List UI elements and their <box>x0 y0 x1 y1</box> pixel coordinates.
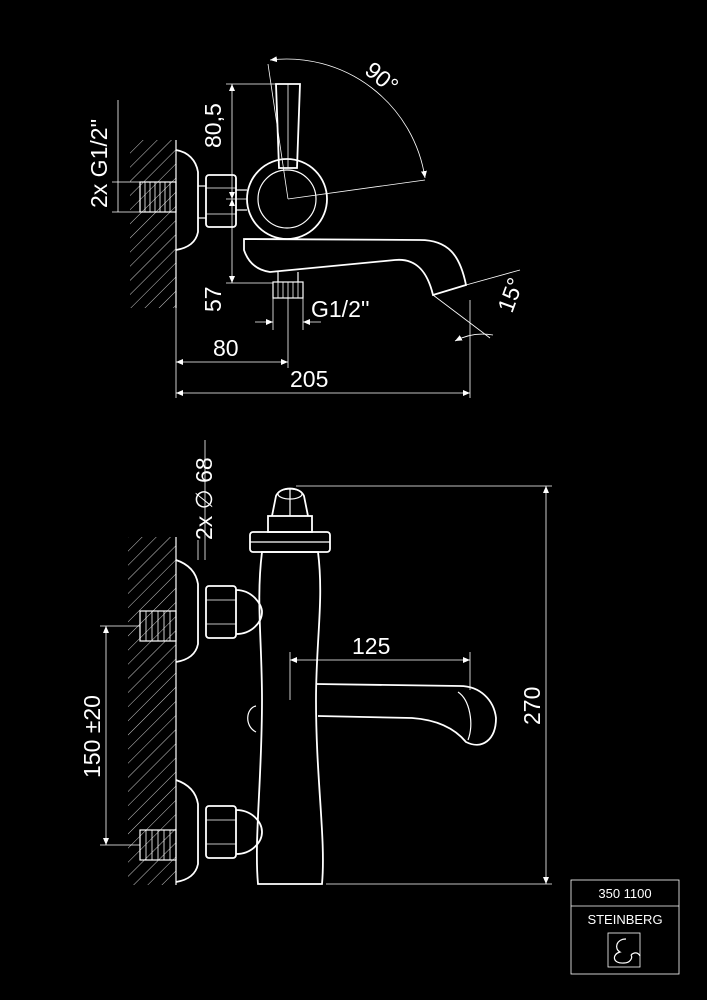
front-view: 2x ∅ 68 125 270 150 ±20 <box>79 440 552 885</box>
lever-height-label: 80,5 <box>200 103 226 148</box>
article-number: 350 1100 <box>598 886 651 901</box>
title-block: 350 1100 STEINBERG <box>570 879 680 975</box>
side-view: 90° 80,5 2x G1/2'' 57 G1/2'' 15° 80 <box>86 56 529 398</box>
side-nut <box>205 174 237 228</box>
connection-label: 2x G1/2'' <box>86 119 112 208</box>
side-spout <box>243 238 468 297</box>
outlet-thread-label: G1/2'' <box>311 296 370 322</box>
brand-name: STEINBERG <box>587 912 662 927</box>
side-thread-connector <box>139 181 177 213</box>
side-outlet-thread <box>272 272 304 299</box>
outlet-height-label: 57 <box>200 286 226 312</box>
angle-lever-label: 90° <box>360 56 403 98</box>
steinberg-logo-icon <box>607 932 641 968</box>
wall-hatch-top <box>130 140 176 308</box>
front-handle-cap <box>249 487 331 553</box>
spout-reach-label: 125 <box>352 633 390 659</box>
wall-to-outlet-label: 80 <box>213 335 239 361</box>
side-flange <box>175 149 199 251</box>
center-distance-label: 150 ±20 <box>79 695 105 778</box>
escutcheon-label: 2x ∅ 68 <box>191 457 217 540</box>
wall-hatch-front <box>128 537 176 885</box>
side-body-circle <box>246 158 328 240</box>
front-diverter <box>247 705 257 733</box>
front-spout <box>315 683 497 746</box>
front-upper-connection <box>139 559 263 663</box>
front-main-body <box>255 551 324 885</box>
total-height-label: 270 <box>519 687 545 725</box>
angle-spout-label: 15° <box>492 274 528 316</box>
total-projection-label: 205 <box>290 366 328 392</box>
